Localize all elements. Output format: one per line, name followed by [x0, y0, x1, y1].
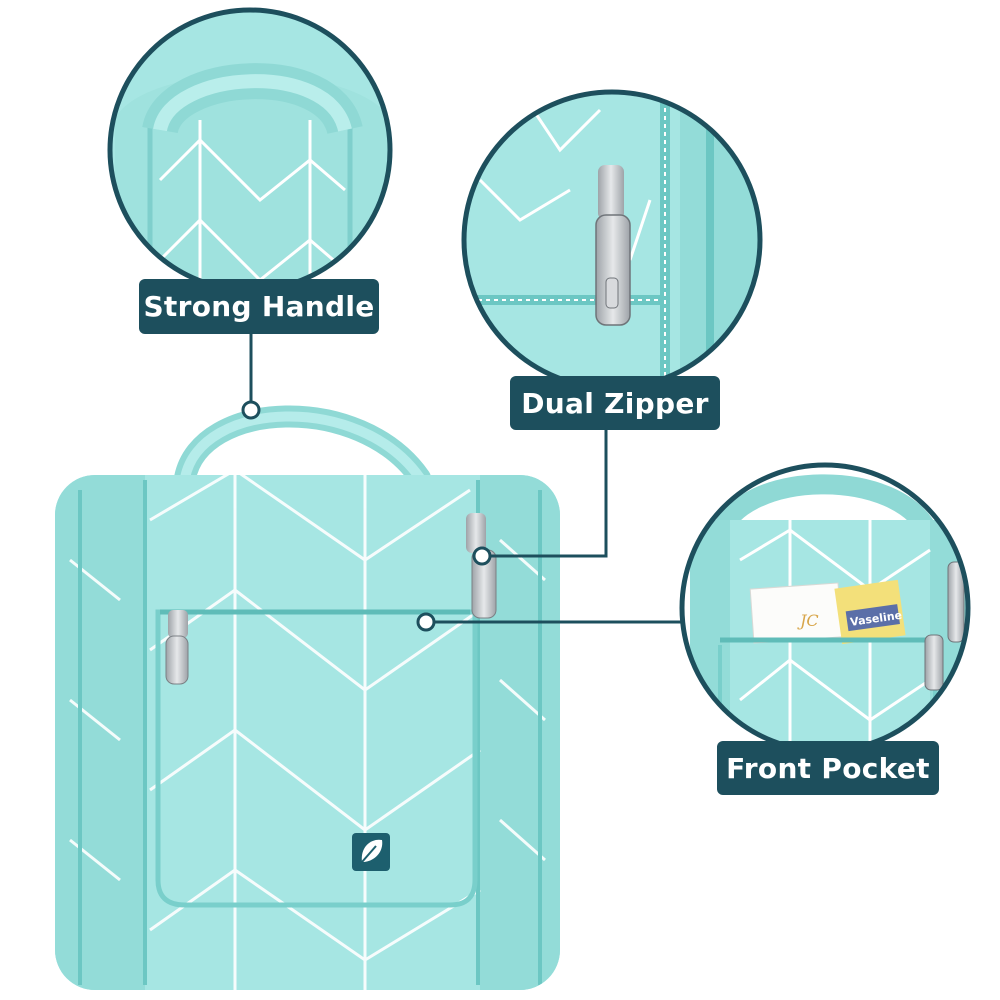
- zipper-slider: [595, 165, 631, 326]
- pocket-zipper-pull: [165, 610, 189, 685]
- card-text: JC: [797, 611, 819, 630]
- main-zipper-pull: [466, 513, 497, 619]
- pocket-anchor-dot: [416, 612, 436, 632]
- zipper-connector: [482, 430, 608, 558]
- dual-zipper-label: Dual Zipper: [510, 376, 720, 430]
- leaf-logo-tag: [352, 833, 390, 871]
- front-pocket: [155, 609, 478, 908]
- handle-detail-circle: [107, 7, 393, 293]
- toiletry-bag: [55, 405, 560, 990]
- callout-connectors: [249, 334, 690, 624]
- pocket-detail-circle: JC Vaseline: [679, 462, 971, 754]
- zipper-detail-circle: [461, 89, 763, 391]
- front-pocket-label: Front Pocket: [717, 741, 939, 795]
- card-in-pocket: JC: [749, 582, 843, 644]
- vaseline-tin: Vaseline: [834, 579, 906, 645]
- handle-anchor-dot: [241, 400, 261, 420]
- zipper-anchor-dot: [472, 546, 492, 566]
- strong-handle-label: Strong Handle: [139, 279, 379, 334]
